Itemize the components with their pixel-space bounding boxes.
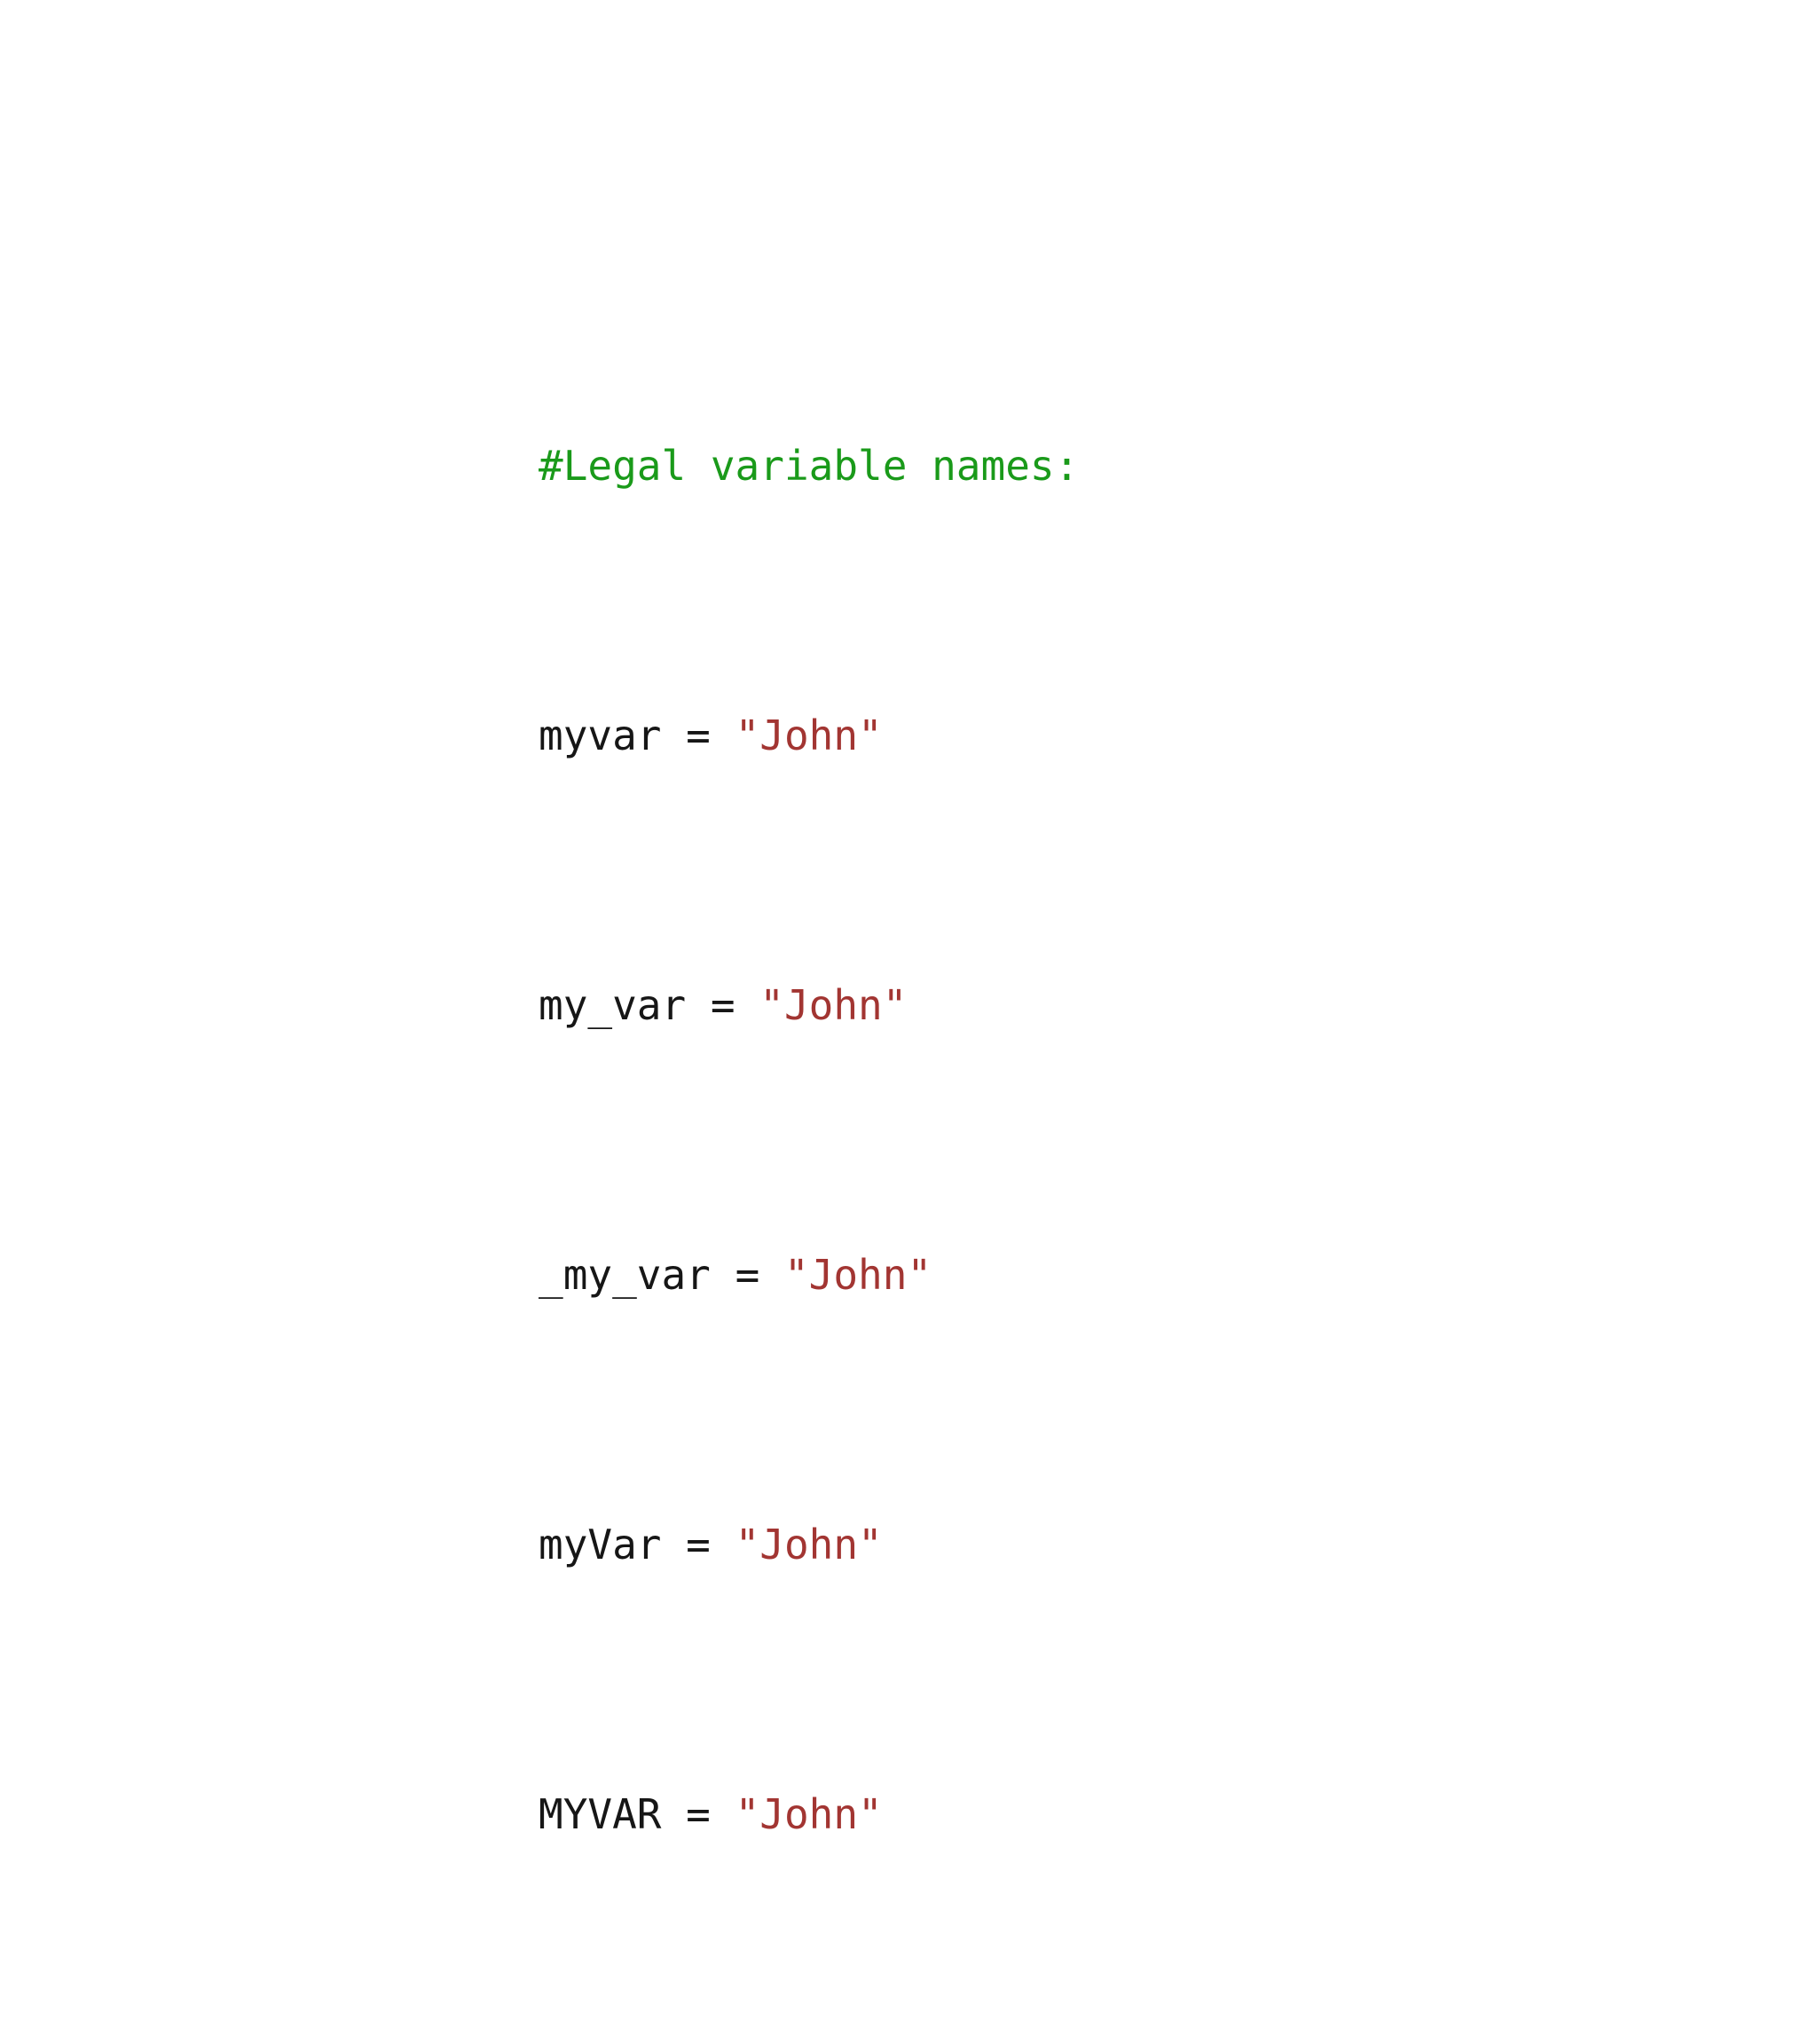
string-literal: "John" [735, 1521, 883, 1568]
assignment-operator: = [661, 711, 735, 759]
variable-name: my_var [539, 981, 687, 1029]
code-line-_my_var: _my_var = "John" [539, 1241, 1129, 1309]
code-line-my_var: my_var = "John" [539, 971, 1129, 1039]
code-block: #Legal variable names: myvar = "John" my… [539, 95, 1129, 2044]
string-literal: "John" [783, 1251, 932, 1299]
code-line-MYVAR: MYVAR = "John" [539, 1781, 1129, 1848]
string-literal: "John" [759, 981, 908, 1029]
assignment-operator: = [661, 1790, 735, 1838]
variable-name: myvar [539, 711, 662, 759]
string-literal: "John" [735, 1790, 883, 1838]
assignment-operator: = [710, 1251, 784, 1299]
assignment-operator: = [661, 1521, 735, 1568]
code-line-myVar: myVar = "John" [539, 1511, 1129, 1578]
legal-comment-line: #Legal variable names: [539, 442, 1080, 490]
code-line-myvar: myvar = "John" [539, 702, 1129, 769]
assignment-operator: = [686, 981, 760, 1029]
variable-name: _my_var [539, 1251, 711, 1299]
variable-name: myVar [539, 1521, 662, 1568]
legal-variables-section: #Legal variable names: myvar = "John" my… [539, 297, 1129, 2044]
variable-name: MYVAR [539, 1790, 662, 1838]
string-literal: "John" [735, 711, 883, 759]
